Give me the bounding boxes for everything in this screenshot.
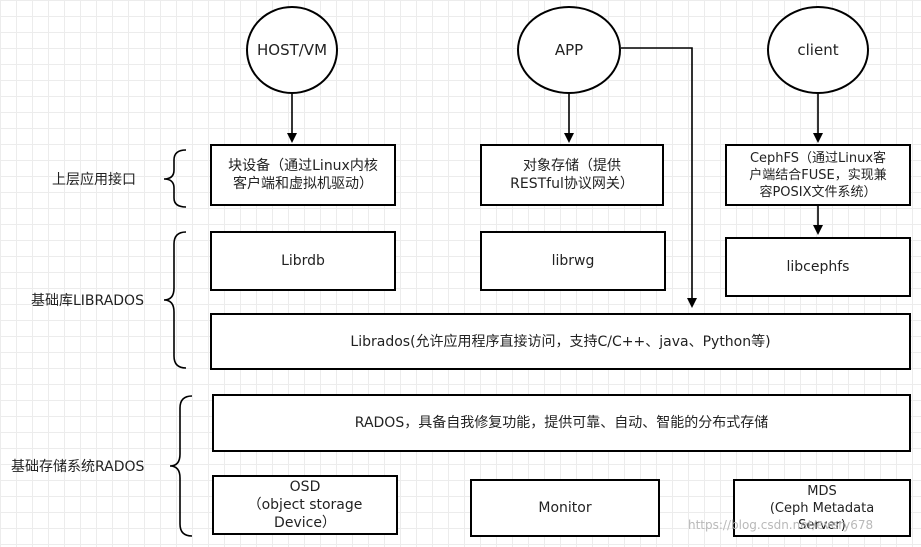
box-monitor: Monitor <box>470 479 660 537</box>
arrow-app-to-librados <box>621 47 697 308</box>
box-rados: RADOS，具备自我修复功能，提供可靠、自动、智能的分布式存储 <box>212 394 911 452</box>
label-base-storage: 基础存储系统RADOS <box>11 459 145 475</box>
box-mds: MDS (Ceph Metadata Server) <box>733 479 911 537</box>
box-osd: OSD （object storage Device） <box>212 475 398 535</box>
label-base-lib: 基础库LIBRADOS <box>31 293 144 309</box>
label-upper-api: 上层应用接口 <box>52 172 136 188</box>
box-object-storage: 对象存储（提供 RESTful协议网关） <box>480 144 664 206</box>
box-libcephfs: libcephfs <box>725 237 911 297</box>
brace-base-lib <box>163 231 187 369</box>
brace-upper-api <box>163 149 187 208</box>
box-librdb: Librdb <box>210 231 396 291</box>
box-block-device: 块设备（通过Linux内核 客户端和虚拟机驱动） <box>210 144 396 206</box>
brace-base-storage <box>169 395 193 537</box>
box-librados: Librados(允许应用程序直接访问，支持C/C++、java、Python等… <box>210 313 911 370</box>
watermark: https://blog.csdn.net/every678 <box>688 518 874 532</box>
box-librwg: librwg <box>480 231 666 291</box>
box-cephfs: CephFS（通过Linux客 户端结合FUSE，实现兼 容POSIX文件系统） <box>725 144 911 206</box>
node-client: client <box>767 6 869 94</box>
node-app: APP <box>517 6 621 94</box>
node-host-vm: HOST/VM <box>246 6 338 94</box>
